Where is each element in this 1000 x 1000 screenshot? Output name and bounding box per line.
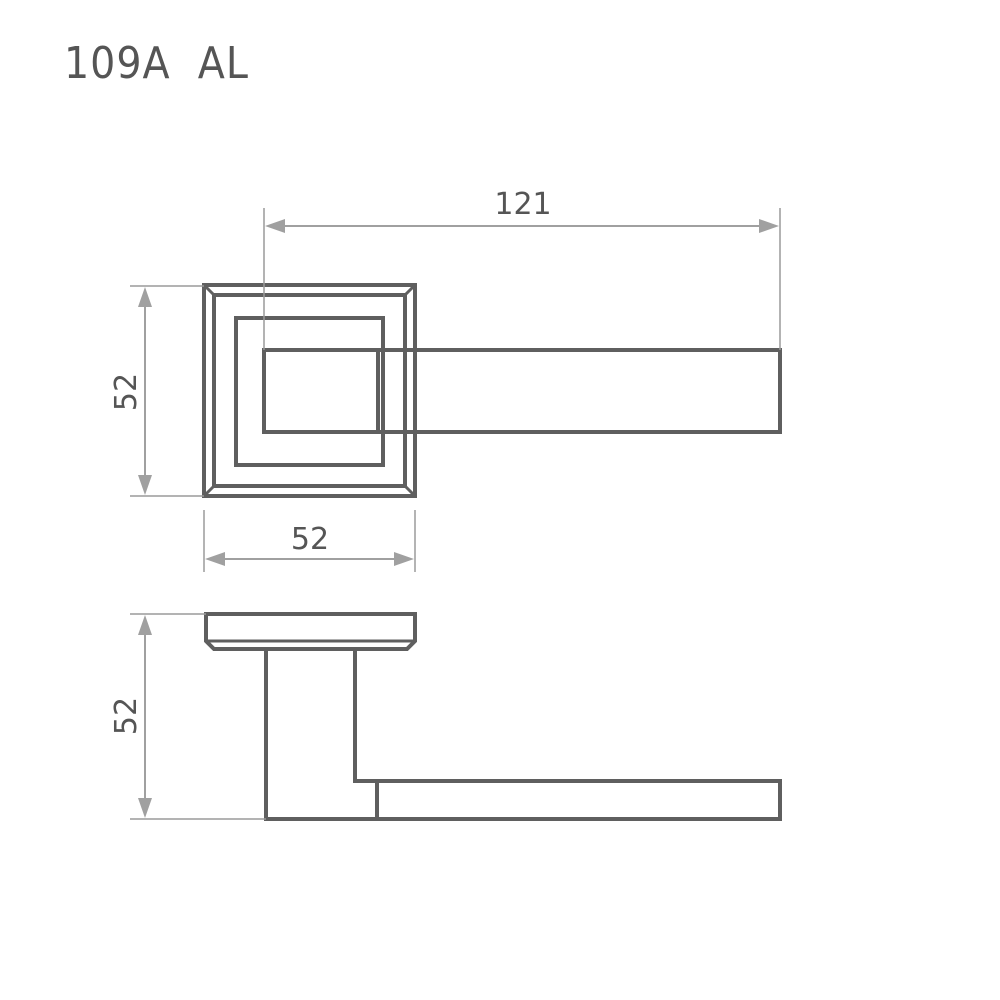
dim-label-52: 52 [291,522,329,557]
dimension-projection: 52 [109,613,266,820]
dimension-rosette-height: 52 [109,285,204,497]
bevel-corner-br [403,484,417,498]
arrow-right [394,552,414,566]
arrow-left [205,552,225,566]
side-lever [264,651,782,821]
dim-label-121: 121 [494,187,551,222]
dim-label-52: 52 [109,373,144,411]
front-view [202,283,782,498]
drawing-title: 109A AL [64,38,249,89]
rosette-bevel [212,293,407,488]
arrow-top [138,615,152,635]
arrow-bottom [138,798,152,818]
rosette-inner [234,316,385,467]
bevel-corner-tr [403,283,417,297]
side-view [204,612,782,821]
arrow-top [138,287,152,307]
bevel-corner-bl [202,484,216,498]
bevel-corner-tl [202,283,216,297]
lever-base [262,348,380,434]
dimension-rosette-width: 52 [203,510,416,572]
arrow-right [759,219,779,233]
side-rosette [204,612,417,651]
lever-arm [376,348,782,434]
arrow-left [265,219,285,233]
dimension-overall-length: 121 [263,187,781,350]
arrow-bottom [138,475,152,495]
dim-label-52: 52 [109,697,144,735]
rosette-outer [202,283,417,498]
